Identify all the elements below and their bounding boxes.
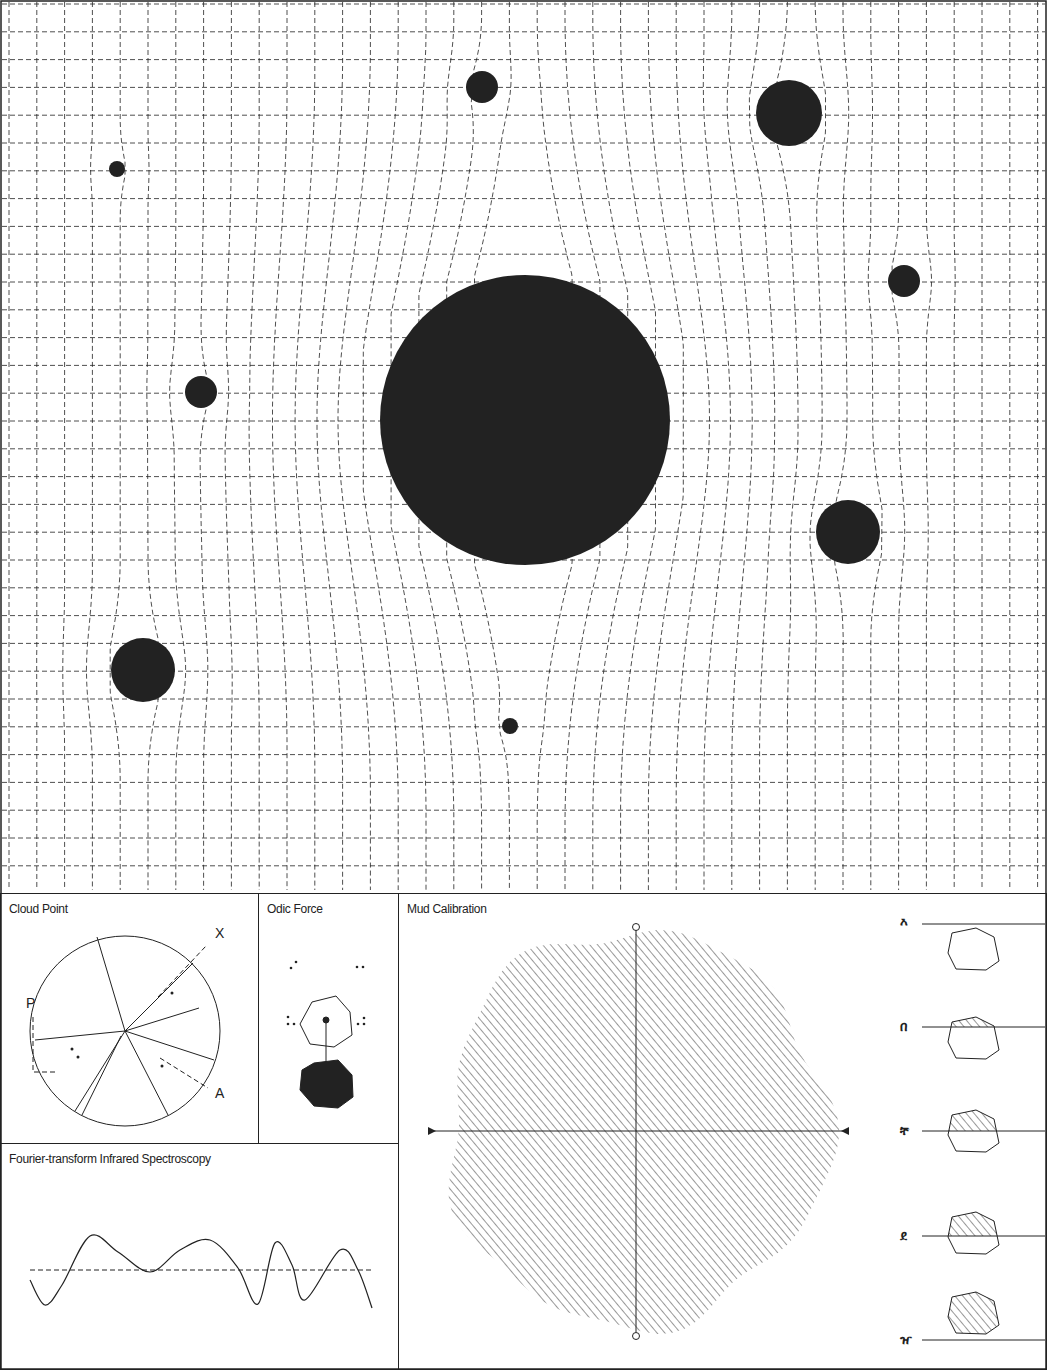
grid-line xyxy=(2,31,1045,32)
grid-line xyxy=(249,2,259,890)
callout-letter: A xyxy=(215,1086,224,1100)
rock-outline xyxy=(948,928,999,970)
panel: Odic Force xyxy=(258,893,399,1144)
level-line xyxy=(922,924,1045,925)
level-letter: ዠ xyxy=(900,1333,912,1346)
grid-line xyxy=(2,615,1045,616)
level-letter: እ xyxy=(900,916,908,929)
grid-line xyxy=(926,2,931,890)
rock-outline xyxy=(948,1212,999,1254)
cloud-point-figure xyxy=(30,936,220,1126)
grid-line xyxy=(2,115,1045,116)
mass-body xyxy=(756,80,822,146)
grid-line xyxy=(338,2,370,890)
grid-line xyxy=(2,838,1045,839)
callout-letter: P xyxy=(26,996,35,1010)
panel-title: Cloud Point xyxy=(9,902,68,916)
grid-line xyxy=(1009,2,1010,890)
rock-outline xyxy=(948,1017,999,1059)
grid-line xyxy=(2,587,1045,588)
grid-line xyxy=(727,2,752,890)
bodies xyxy=(109,71,920,734)
grid xyxy=(2,2,1045,890)
mass-body xyxy=(109,161,125,177)
mass-body xyxy=(380,275,670,565)
rock-fill xyxy=(948,1110,999,1131)
level-line xyxy=(922,1236,1045,1237)
grid-line xyxy=(2,754,1045,755)
grid-line xyxy=(2,143,1045,144)
grid-line xyxy=(2,810,1045,811)
grid-line xyxy=(2,4,1045,5)
mass-body xyxy=(816,500,880,564)
grid-line xyxy=(200,2,208,890)
grid-line xyxy=(676,2,709,890)
rock-fill xyxy=(948,1292,999,1334)
grid-line xyxy=(2,198,1045,199)
grid-line xyxy=(954,2,955,890)
grid-line xyxy=(9,2,10,890)
grid-line xyxy=(1037,2,1038,890)
grid-line xyxy=(273,2,288,890)
grid-line xyxy=(982,2,983,890)
grid-line xyxy=(892,2,905,890)
grid-line xyxy=(317,2,343,890)
level-letter: ደ xyxy=(900,1229,907,1242)
grid-line xyxy=(2,226,1045,227)
grid-line xyxy=(295,2,315,890)
grid-line xyxy=(2,699,1045,700)
mud-calibration-figure xyxy=(428,924,1045,1341)
mass-body xyxy=(466,71,498,103)
grid-line xyxy=(2,170,1045,171)
grid-line xyxy=(2,59,1045,60)
level-line xyxy=(922,1131,1045,1132)
grid-line xyxy=(36,2,37,890)
grid-line xyxy=(110,2,125,890)
mass-body xyxy=(185,376,217,408)
grid-line xyxy=(86,2,92,890)
grid-line xyxy=(2,782,1045,783)
grid-line xyxy=(63,2,65,890)
mass-body xyxy=(502,718,518,734)
rock-fill xyxy=(948,1017,999,1027)
grid-line xyxy=(868,2,882,890)
panel: Mud Calibration xyxy=(398,893,1047,1370)
level-letter: በ xyxy=(900,1020,907,1033)
grid-line xyxy=(147,2,158,890)
panel-title: Mud Calibration xyxy=(407,902,487,916)
level-line xyxy=(922,1340,1045,1341)
mass-body xyxy=(111,638,175,702)
panel-title: Fourier-transform Infrared Spectroscopy xyxy=(9,1152,211,1166)
panel-title: Odic Force xyxy=(267,902,323,916)
rock-outline xyxy=(948,1292,999,1334)
level-line xyxy=(922,1027,1045,1028)
grid-line xyxy=(2,865,1045,866)
panel: Fourier-transform Infrared Spectroscopy xyxy=(0,1143,399,1370)
grid-line xyxy=(703,2,730,890)
odic-force-figure xyxy=(287,961,366,1108)
rock-fill xyxy=(948,1212,999,1236)
grid-line xyxy=(2,87,1045,88)
grid-line xyxy=(835,2,849,890)
grid-line xyxy=(2,726,1045,727)
grid-line xyxy=(170,2,186,890)
mass-body xyxy=(888,265,920,297)
grid-line xyxy=(2,254,1045,255)
level-letter: ቸ xyxy=(900,1124,909,1137)
callout-letter: X xyxy=(215,926,224,940)
ftir-figure xyxy=(30,1235,372,1308)
grid-line xyxy=(225,2,232,890)
